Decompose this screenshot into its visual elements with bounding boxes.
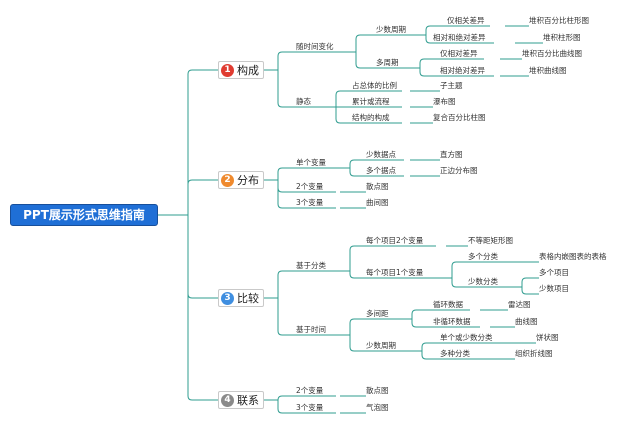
node-embedded-chart-table[interactable]: 表格内嵌图表的表格	[539, 252, 607, 261]
node-three-variables[interactable]: 3个变量	[296, 198, 324, 207]
node-relative-absolute[interactable]: 相对绝对差异	[440, 66, 485, 75]
node-multiple-categories[interactable]: 多种分类	[440, 349, 470, 358]
category-relation[interactable]: 4 联系	[218, 391, 264, 409]
node-two-variables-2[interactable]: 2个变量	[296, 386, 324, 395]
node-stacked-percent-column[interactable]: 堆积百分比柱形图	[529, 16, 589, 25]
node-few-periods[interactable]: 少数周期	[376, 25, 406, 34]
node-many-categories[interactable]: 多个分类	[468, 252, 498, 261]
node-one-var-per-item[interactable]: 每个项目1个变量	[366, 268, 424, 277]
link-many-intervals	[396, 309, 480, 328]
node-scatter-2[interactable]: 散点图	[366, 386, 389, 395]
node-few-categories[interactable]: 少数分类	[468, 277, 498, 286]
link-static	[320, 90, 402, 124]
category-label: 联系	[237, 394, 259, 407]
category-label: 比较	[237, 292, 259, 305]
link-distribution	[258, 167, 336, 209]
node-bubble[interactable]: 气泡图	[366, 403, 389, 412]
link-many-periods	[402, 58, 494, 77]
node-many-points[interactable]: 多个据点	[366, 166, 396, 175]
node-noncyclic-data[interactable]: 非循环数据	[433, 317, 471, 326]
number-badge-3: 3	[221, 291, 234, 305]
node-normal-distribution[interactable]: 正边分布图	[440, 166, 478, 175]
node-grouped-line[interactable]: 组织折线图	[515, 349, 553, 358]
node-waterfall[interactable]: 瀑布图	[433, 97, 456, 106]
node-two-variables[interactable]: 2个变量	[296, 182, 324, 191]
node-relative-only-2[interactable]: 仅相对差异	[440, 49, 478, 58]
node-many-intervals[interactable]: 多间距	[366, 309, 389, 318]
node-two-vars-per-item[interactable]: 每个项目2个变量	[366, 236, 424, 245]
node-single-variable[interactable]: 单个变量	[296, 158, 326, 167]
node-stacked-area[interactable]: 堆积曲线图	[529, 66, 567, 75]
node-by-category[interactable]: 基于分类	[296, 261, 326, 270]
root-node[interactable]: PPT展示形式思维指南	[10, 204, 158, 226]
link-by-category	[336, 245, 436, 279]
node-pie[interactable]: 饼状图	[536, 333, 559, 342]
node-many-periods[interactable]: 多周期	[376, 58, 399, 67]
node-histogram[interactable]: 直方图	[440, 150, 463, 159]
link-root	[158, 69, 218, 401]
node-few-points[interactable]: 少数据点	[366, 150, 396, 159]
link-by-time	[336, 318, 406, 352]
node-few-periods-2[interactable]: 少数周期	[366, 341, 396, 350]
category-label: 分布	[237, 174, 259, 187]
link-few-cats	[506, 277, 539, 295]
node-subtopic[interactable]: 子主题	[440, 81, 463, 90]
number-badge-2: 2	[221, 173, 234, 187]
category-label: 构成	[237, 64, 259, 77]
number-badge-4: 4	[221, 393, 234, 407]
node-curve[interactable]: 曲间图	[366, 198, 389, 207]
node-few-items[interactable]: 少数项目	[539, 284, 569, 293]
node-over-time[interactable]: 随时间变化	[296, 42, 334, 51]
node-structure[interactable]: 结构的构成	[352, 113, 390, 122]
category-distribution[interactable]: 2 分布	[218, 171, 264, 189]
node-many-items[interactable]: 多个项目	[539, 268, 569, 277]
node-scatter[interactable]: 散点图	[366, 182, 389, 191]
node-three-variables-2[interactable]: 3个变量	[296, 403, 324, 412]
category-comparison[interactable]: 3 比较	[218, 289, 264, 307]
node-compound-percent-column[interactable]: 复合百分比柱图	[433, 113, 486, 122]
category-composition[interactable]: 1 构成	[218, 61, 264, 79]
node-static[interactable]: 静态	[296, 97, 311, 106]
node-by-time[interactable]: 基于时间	[296, 325, 326, 334]
node-radar[interactable]: 雷达图	[508, 300, 531, 309]
node-cyclic-data[interactable]: 循环数据	[433, 300, 463, 309]
node-share-of-total[interactable]: 占总体的比例	[352, 81, 397, 90]
link-one-var	[436, 261, 506, 288]
number-badge-1: 1	[221, 63, 234, 77]
node-relative-only[interactable]: 仅相关差异	[447, 16, 485, 25]
node-relative-and-absolute[interactable]: 相对和绝对差异	[433, 33, 486, 42]
node-stacked-percent-area[interactable]: 堆积百分比曲线图	[522, 49, 582, 58]
node-stacked-column[interactable]: 堆积柱形图	[543, 33, 581, 42]
node-cumulative-flow[interactable]: 累计或流程	[352, 97, 390, 106]
node-single-or-few[interactable]: 单个或少数分类	[440, 333, 493, 342]
link-over-time	[340, 34, 412, 69]
node-variable-width-column[interactable]: 不等距矩形图	[468, 236, 513, 245]
link-few-periods-2	[406, 342, 512, 360]
link-single-var	[336, 159, 404, 177]
node-line-chart[interactable]: 曲线图	[515, 317, 538, 326]
link-few-periods	[412, 25, 494, 44]
